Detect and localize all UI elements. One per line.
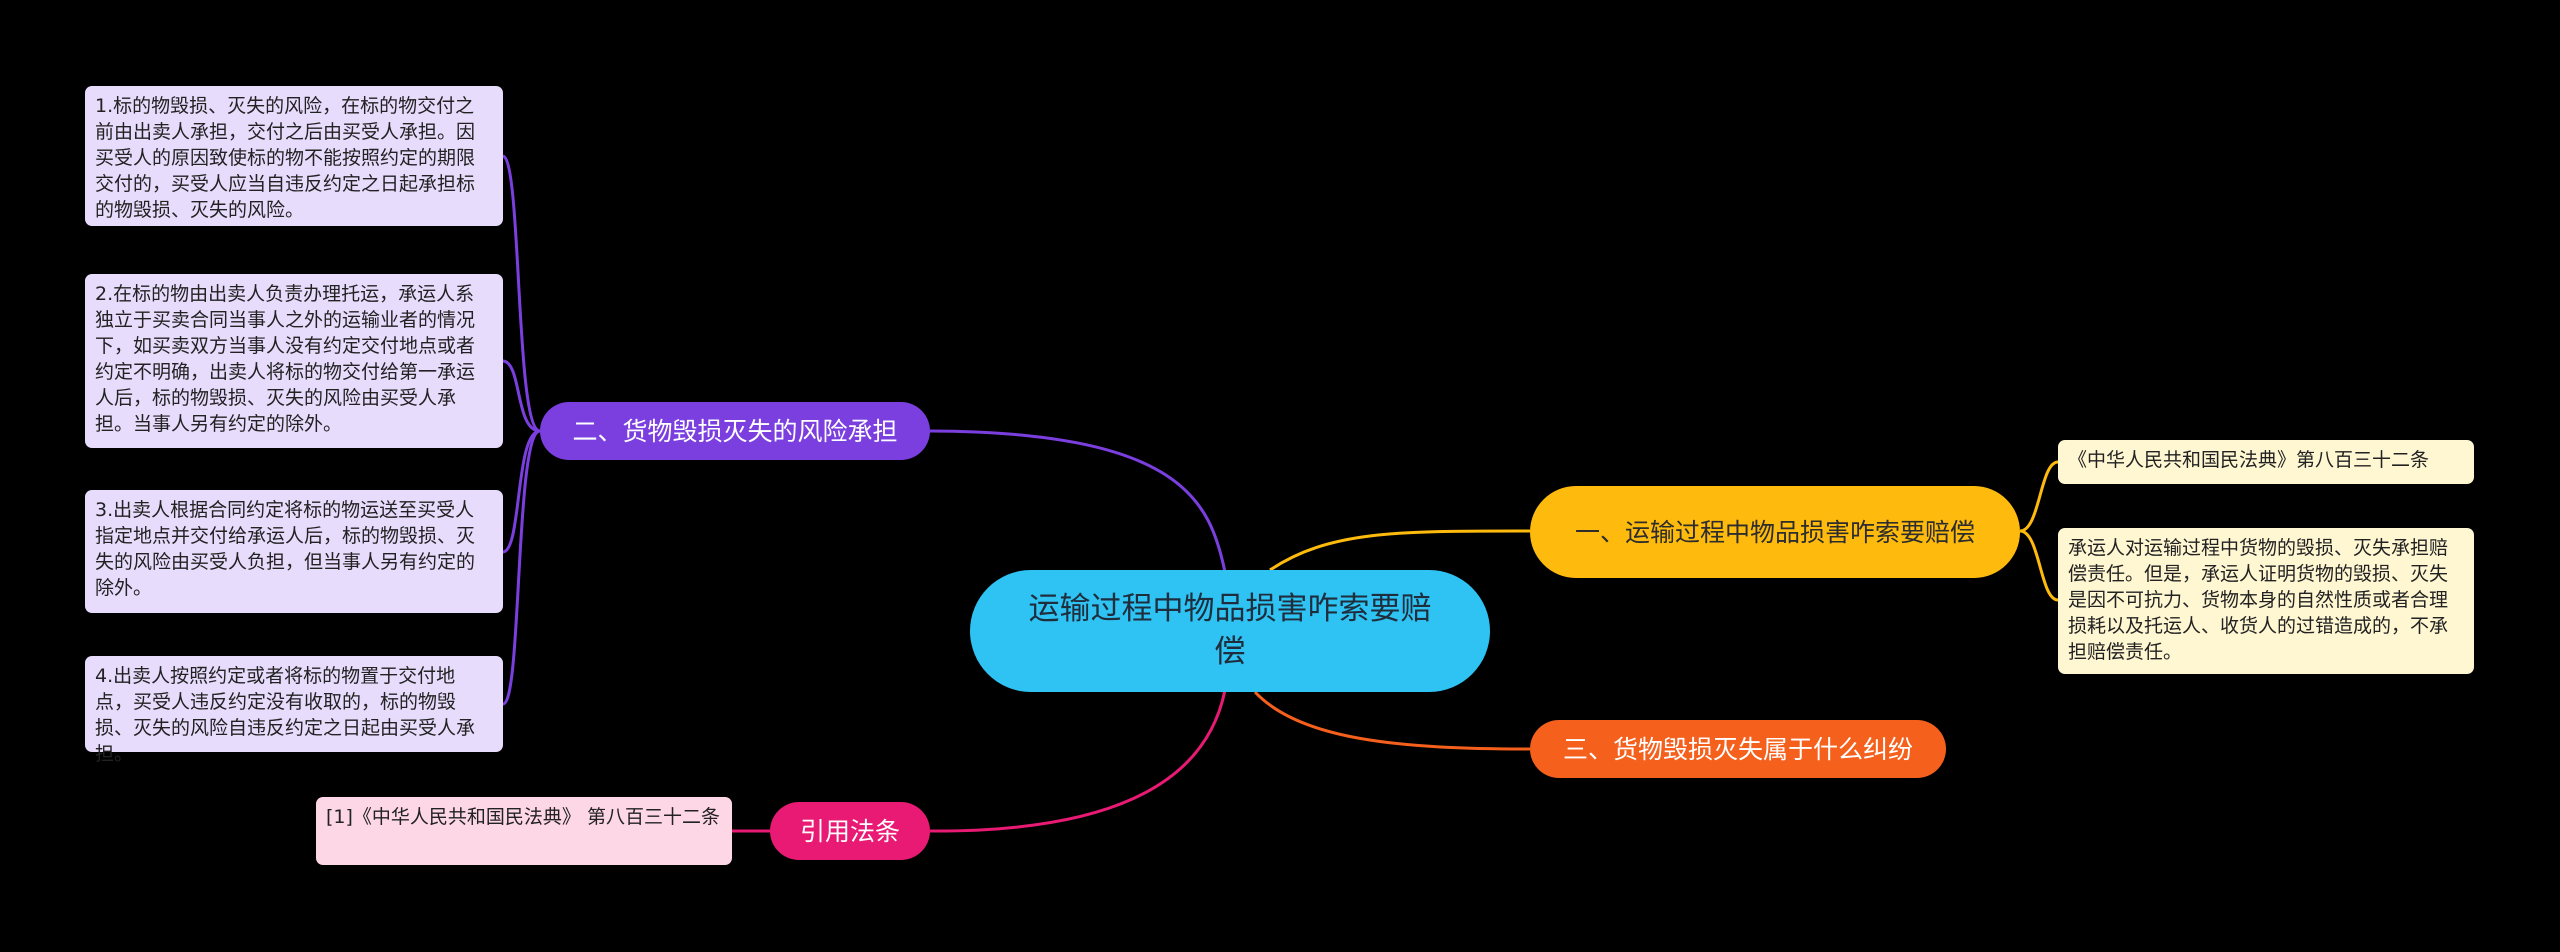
risk-leaf-3[interactable]: 3.出卖人根据合同约定将标的物运送至买受人指定地点并交付给承运人后，标的物毁损、… xyxy=(85,490,503,613)
root-topic-label: 运输过程中物品损害咋索要赔偿 xyxy=(1028,591,1432,670)
branch-dispute-type-label: 三、货物毁损灭失属于什么纠纷 xyxy=(1562,734,1913,764)
branch-risk-bearing[interactable]: 二、货物毁损灭失的风险承担 xyxy=(540,402,930,460)
branch-cited-law[interactable]: 引用法条 xyxy=(770,802,930,860)
connector-claim-leaf-2 xyxy=(2019,529,2059,602)
branch-risk-bearing-label: 二、货物毁损灭失的风险承担 xyxy=(572,416,898,446)
root-topic[interactable]: 运输过程中物品损害咋索要赔偿 xyxy=(970,570,1490,692)
branch-claim-compensation-label: 一、运输过程中物品损害咋索要赔偿 xyxy=(1575,517,1976,547)
connector-risk-leaf-1 xyxy=(501,154,541,433)
connector-root-cite xyxy=(929,689,1227,833)
cite-leaf-1-text: [1]《中华人民共和国民法典》 第八百三十二条 xyxy=(326,806,720,828)
risk-leaf-1[interactable]: 1.标的物毁损、灭失的风险，在标的物交付之前由出卖人承担，交付之后由买受人承担。… xyxy=(85,86,503,226)
claim-leaf-2[interactable]: 承运人对运输过程中货物的毁损、灭失承担赔偿责任。但是，承运人证明货物的毁损、灭失… xyxy=(2058,528,2474,674)
branch-claim-compensation[interactable]: 一、运输过程中物品损害咋索要赔偿 xyxy=(1530,486,2020,578)
cite-leaf-1[interactable]: [1]《中华人民共和国民法典》 第八百三十二条 xyxy=(316,797,732,865)
connector-risk-leaf-2 xyxy=(502,359,541,433)
risk-leaf-1-text: 1.标的物毁损、灭失的风险，在标的物交付之前由出卖人承担，交付之后由买受人承担。… xyxy=(95,95,476,221)
claim-leaf-1[interactable]: 《中华人民共和国民法典》第八百三十二条 xyxy=(2058,440,2474,484)
connector-claim-leaf-1 xyxy=(2019,460,2059,533)
connector-root-risk xyxy=(929,429,1227,573)
claim-leaf-2-text: 承运人对运输过程中货物的毁损、灭失承担赔偿责任。但是，承运人证明货物的毁损、灭失… xyxy=(2068,537,2449,663)
risk-leaf-4[interactable]: 4.出卖人按照约定或者将标的物置于交付地点，买受人违反约定没有收取的，标的物毁损… xyxy=(85,656,503,765)
connector-root-dispute xyxy=(1253,690,1531,751)
connector-risk-leaf-3 xyxy=(502,429,541,554)
connector-risk-leaf-4 xyxy=(501,429,541,706)
risk-leaf-2-text: 2.在标的物由出卖人负责办理托运，承运人系独立于买卖合同当事人之外的运输业者的情… xyxy=(95,283,476,435)
claim-leaf-1-text: 《中华人民共和国民法典》第八百三十二条 xyxy=(2068,449,2430,471)
risk-leaf-4-text: 4.出卖人按照约定或者将标的物置于交付地点，买受人违反约定没有收取的，标的物毁损… xyxy=(95,665,476,765)
risk-leaf-2[interactable]: 2.在标的物由出卖人负责办理托运，承运人系独立于买卖合同当事人之外的运输业者的情… xyxy=(85,274,503,448)
branch-cited-law-label: 引用法条 xyxy=(799,816,900,846)
connector-root-claim xyxy=(1269,529,1531,572)
risk-leaf-3-text: 3.出卖人根据合同约定将标的物运送至买受人指定地点并交付给承运人后，标的物毁损、… xyxy=(95,499,476,599)
branch-dispute-type[interactable]: 三、货物毁损灭失属于什么纠纷 xyxy=(1530,720,1946,778)
